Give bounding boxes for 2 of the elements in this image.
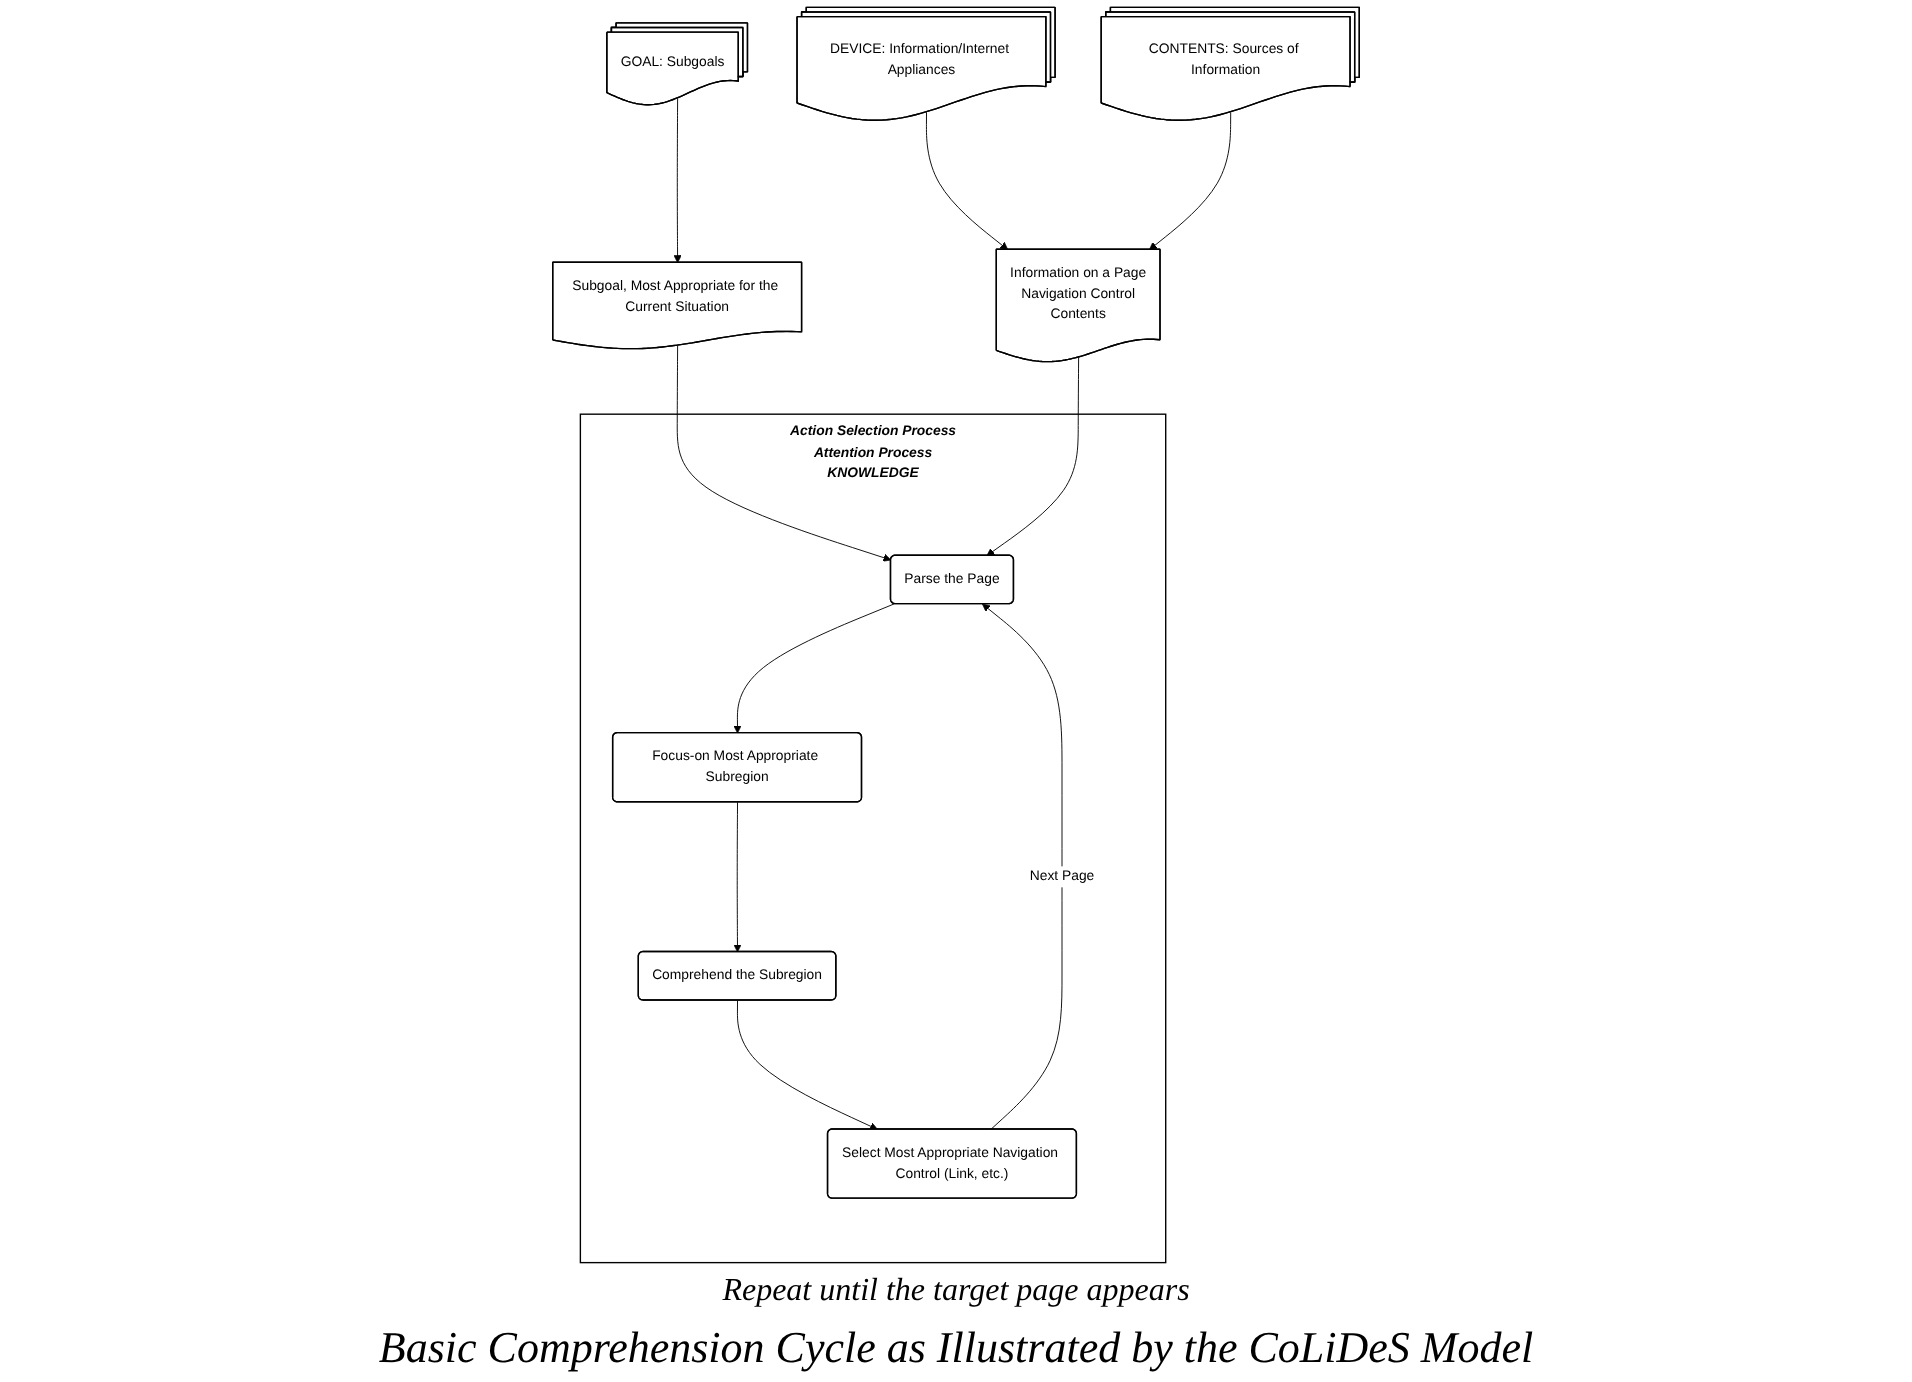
- caption: Basic Comprehension Cycle as Illustrated by the CoLiDeS Model: [378, 1322, 1534, 1374]
- note-text: Repeat until the target page appears: [722, 1274, 1190, 1310]
